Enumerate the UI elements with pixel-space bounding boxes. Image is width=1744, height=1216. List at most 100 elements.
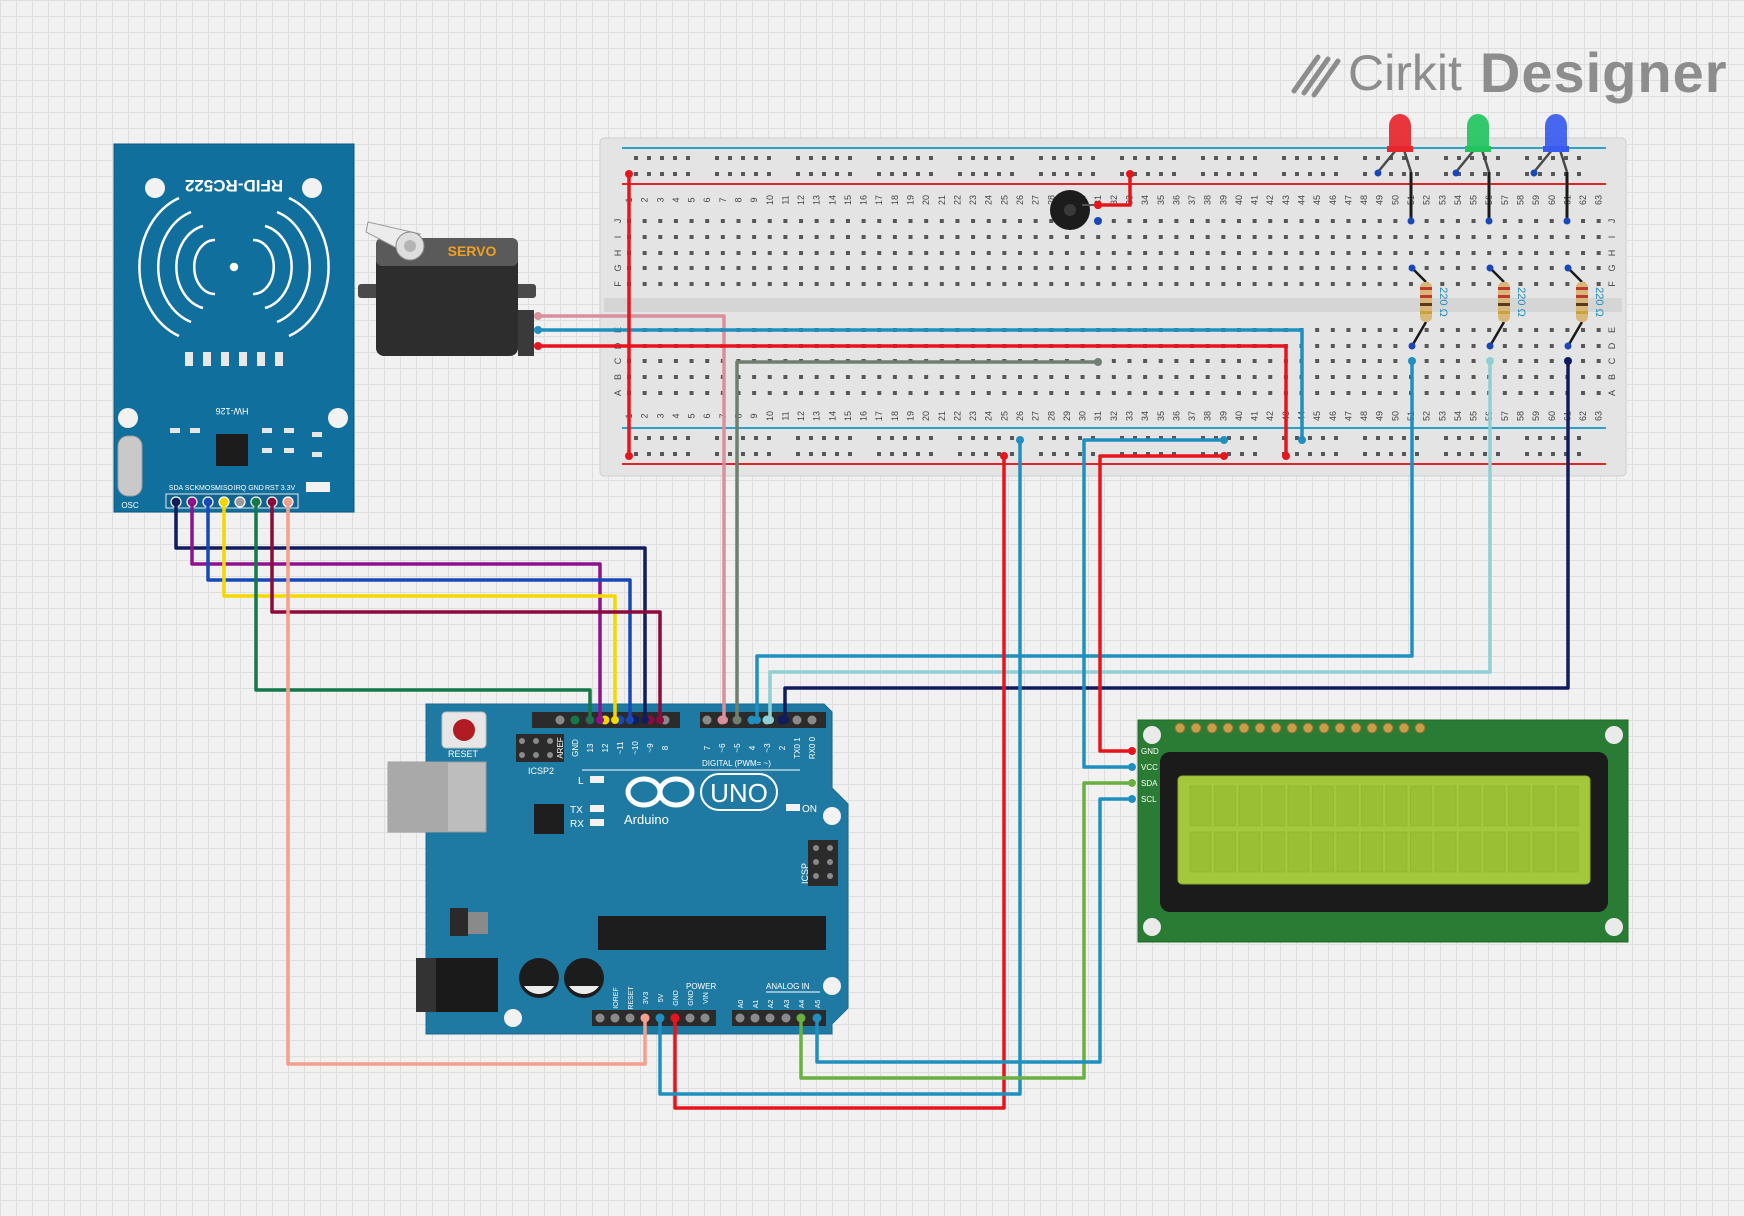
breadboard-hole[interactable] (924, 235, 929, 239)
breadboard-hole[interactable] (1143, 282, 1148, 286)
rail-hole[interactable] (848, 436, 852, 440)
breadboard-hole[interactable] (1471, 235, 1476, 239)
rail-hole[interactable] (997, 172, 1001, 176)
breadboard-hole[interactable] (658, 375, 663, 379)
breadboard-hole[interactable] (1330, 328, 1335, 332)
wire-servo-signal[interactable] (536, 314, 726, 722)
rail-hole[interactable] (1172, 172, 1176, 176)
rail-hole[interactable] (848, 172, 852, 176)
breadboard-hole[interactable] (689, 235, 694, 239)
breadboard-hole[interactable] (924, 266, 929, 270)
breadboard-hole[interactable] (1236, 235, 1241, 239)
rail-hole[interactable] (971, 156, 975, 160)
servo-motor[interactable]: SERVO (358, 221, 536, 356)
rail-hole[interactable] (1052, 156, 1056, 160)
breadboard-hole[interactable] (1268, 251, 1273, 255)
breadboard-hole[interactable] (1424, 391, 1429, 395)
rail-hole[interactable] (634, 172, 638, 176)
breadboard-hole[interactable] (1534, 344, 1539, 348)
breadboard-hole[interactable] (1565, 328, 1570, 332)
rail-hole[interactable] (1214, 452, 1218, 456)
rail-hole[interactable] (1402, 452, 1406, 456)
breadboard-hole[interactable] (1549, 251, 1554, 255)
rail-hole[interactable] (1321, 172, 1325, 176)
breadboard-hole[interactable] (1518, 375, 1523, 379)
arduino-uno[interactable]: RESET ICSP2 L TX RX UNO Arduino ON DIGIT… (387, 703, 849, 1035)
rail-hole[interactable] (1120, 156, 1124, 160)
breadboard-hole[interactable] (1315, 219, 1320, 223)
rail-hole[interactable] (1376, 452, 1380, 456)
breadboard-hole[interactable] (720, 235, 725, 239)
breadboard-hole[interactable] (1377, 219, 1382, 223)
rail-hole[interactable] (890, 436, 894, 440)
digital-pin[interactable] (570, 715, 580, 725)
breadboard-hole[interactable] (1455, 266, 1460, 270)
rail-hole[interactable] (971, 436, 975, 440)
breadboard-hole[interactable] (1581, 391, 1586, 395)
rail-hole[interactable] (1052, 436, 1056, 440)
breadboard-hole[interactable] (1158, 251, 1163, 255)
rail-hole[interactable] (1389, 452, 1393, 456)
breadboard-hole[interactable] (1111, 219, 1116, 223)
breadboard-hole[interactable] (705, 266, 710, 270)
breadboard-hole[interactable] (1111, 251, 1116, 255)
breadboard-hole[interactable] (1236, 251, 1241, 255)
breadboard-hole[interactable] (1080, 391, 1085, 395)
wire-rfid-gnd[interactable] (254, 500, 592, 722)
rail-hole[interactable] (1389, 436, 1393, 440)
breadboard-hole[interactable] (1549, 391, 1554, 395)
rail-hole[interactable] (997, 156, 1001, 160)
wire-miso-pin12[interactable] (222, 500, 617, 722)
rail-hole[interactable] (1078, 436, 1082, 440)
breadboard-hole[interactable] (1362, 344, 1367, 348)
rail-hole[interactable] (1308, 452, 1312, 456)
breadboard-hole[interactable] (1596, 391, 1601, 395)
breadboard-hole[interactable] (845, 251, 850, 255)
breadboard-hole[interactable] (1080, 375, 1085, 379)
breadboard-hole[interactable] (1002, 282, 1007, 286)
breadboard-hole[interactable] (1346, 328, 1351, 332)
breadboard-hole[interactable] (1518, 266, 1523, 270)
breadboard-hole[interactable] (877, 219, 882, 223)
rail-hole[interactable] (877, 156, 881, 160)
breadboard-hole[interactable] (986, 251, 991, 255)
breadboard-hole[interactable] (845, 375, 850, 379)
breadboard-hole[interactable] (1330, 359, 1335, 363)
breadboard-hole[interactable] (1190, 391, 1195, 395)
breadboard-hole[interactable] (955, 391, 960, 395)
breadboard-hole[interactable] (1190, 282, 1195, 286)
rail-hole[interactable] (1039, 172, 1043, 176)
breadboard-hole[interactable] (908, 251, 913, 255)
wire-rfid-3v3[interactable] (286, 500, 647, 1066)
power-pin[interactable] (625, 1013, 635, 1023)
breadboard-hole[interactable] (783, 235, 788, 239)
breadboard-hole[interactable] (799, 266, 804, 270)
rail-hole[interactable] (1146, 156, 1150, 160)
rail-hole[interactable] (1376, 436, 1380, 440)
rail-hole[interactable] (835, 172, 839, 176)
breadboard-hole[interactable] (1455, 282, 1460, 286)
breadboard-hole[interactable] (1346, 375, 1351, 379)
rail-hole[interactable] (754, 156, 758, 160)
breadboard-hole[interactable] (1205, 359, 1210, 363)
breadboard-hole[interactable] (1190, 359, 1195, 363)
breadboard-hole[interactable] (1502, 391, 1507, 395)
breadboard-hole[interactable] (689, 219, 694, 223)
rail-hole[interactable] (660, 452, 664, 456)
breadboard-hole[interactable] (1268, 375, 1273, 379)
breadboard-hole[interactable] (1299, 282, 1304, 286)
breadboard-hole[interactable] (1581, 328, 1586, 332)
breadboard-hole[interactable] (861, 375, 866, 379)
breadboard-hole[interactable] (1111, 282, 1116, 286)
breadboard-hole[interactable] (971, 375, 976, 379)
breadboard-hole[interactable] (1252, 282, 1257, 286)
breadboard-hole[interactable] (1033, 235, 1038, 239)
rail-hole[interactable] (1078, 156, 1082, 160)
breadboard-hole[interactable] (1127, 375, 1132, 379)
breadboard-hole[interactable] (642, 235, 647, 239)
breadboard-hole[interactable] (1393, 391, 1398, 395)
breadboard-hole[interactable] (971, 282, 976, 286)
breadboard-hole[interactable] (814, 266, 819, 270)
rail-hole[interactable] (958, 452, 962, 456)
breadboard-hole[interactable] (720, 282, 725, 286)
